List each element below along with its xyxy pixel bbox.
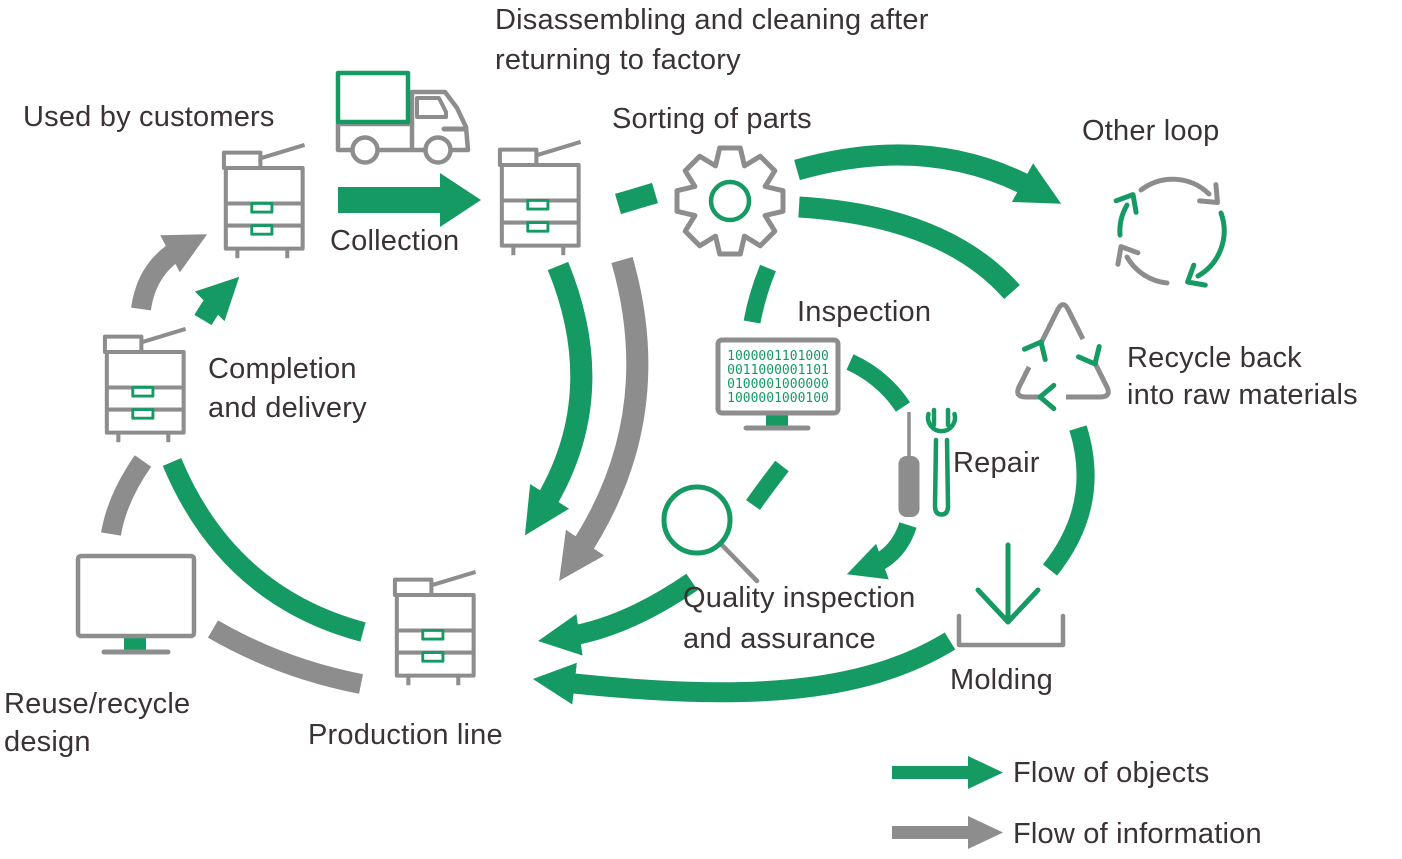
dash-sorting-to-inspection — [743, 264, 776, 324]
arrow-quality-to-production — [538, 573, 698, 656]
monitor-icon — [75, 553, 197, 655]
label-disassembling-line2: returning to factory — [495, 44, 741, 76]
arc-collection-to-production-objects — [524, 261, 593, 536]
monitor-binary-icon: 1000001101000 0011000001101 010000100000… — [715, 337, 841, 431]
arc-completion-to-design-information — [101, 455, 152, 536]
arc-collection-to-production-information — [559, 256, 649, 581]
arc-production-to-completion-objects — [162, 458, 366, 642]
arc-sorting-to-other-loop — [794, 144, 1062, 204]
arc-sorting-to-recycle — [798, 196, 1020, 300]
legend-information-arrow — [892, 816, 1003, 849]
arrow-molding-to-production — [532, 632, 956, 705]
legend-objects-label: Flow of objects — [1013, 757, 1209, 789]
label-used-by-customers: Used by customers — [23, 101, 275, 133]
label-inspection: Inspection — [797, 296, 931, 328]
molding-icon — [956, 542, 1066, 648]
label-recycle-back-line2: into raw materials — [1127, 379, 1358, 411]
label-sorting-of-parts: Sorting of parts — [612, 103, 812, 135]
binary-line-1: 1000001101000 — [727, 349, 829, 364]
arrow-completion-to-customers-information — [131, 234, 208, 311]
label-collection: Collection — [330, 225, 459, 257]
dash-inspection-to-repair — [846, 354, 911, 412]
truck-icon — [335, 70, 471, 165]
label-completion-line2: and delivery — [208, 392, 367, 424]
label-quality-line2: and assurance — [683, 623, 876, 655]
dash-collection-to-sorting — [615, 182, 658, 215]
screwdriver-icon — [898, 412, 920, 517]
circular-loop-icon — [1113, 176, 1227, 288]
recycle-triangle-icon — [1015, 302, 1111, 412]
magnifier-icon — [661, 484, 760, 584]
label-completion-line1: Completion — [208, 353, 357, 385]
label-quality-line1: Quality inspection — [683, 582, 916, 614]
arc-production-to-design-information — [207, 620, 363, 694]
wrench-icon — [925, 407, 958, 517]
copier-icon-collection — [500, 142, 581, 255]
dash-inspection-to-quality — [746, 460, 789, 510]
arrow-repair-to-quality — [846, 521, 917, 580]
label-repair: Repair — [953, 447, 1040, 479]
arrow-completion-to-customers-objects — [194, 276, 240, 326]
label-disassembling-line1: Disassembling and cleaning after — [495, 4, 929, 36]
legend-information-label: Flow of information — [1013, 818, 1262, 850]
label-other-loop: Other loop — [1082, 115, 1219, 147]
label-reuse-line2: design — [4, 726, 91, 758]
arc-recycle-to-molding — [1042, 425, 1095, 576]
copier-icon-production — [395, 572, 476, 685]
copier-icon-completion — [105, 329, 186, 442]
arrow-collection — [338, 173, 481, 227]
gear-icon — [674, 145, 786, 257]
binary-line-3: 0100001000000 — [727, 377, 829, 392]
binary-line-4: 1000001000100 — [727, 391, 829, 406]
copier-icon-used-by-customers — [224, 145, 305, 258]
label-production-line: Production line — [308, 719, 503, 751]
label-recycle-back-line1: Recycle back — [1127, 342, 1302, 374]
label-reuse-line1: Reuse/recycle — [4, 688, 190, 720]
binary-line-2: 0011000001101 — [727, 363, 829, 378]
legend-objects-arrow — [892, 756, 1003, 789]
label-molding: Molding — [950, 664, 1053, 696]
